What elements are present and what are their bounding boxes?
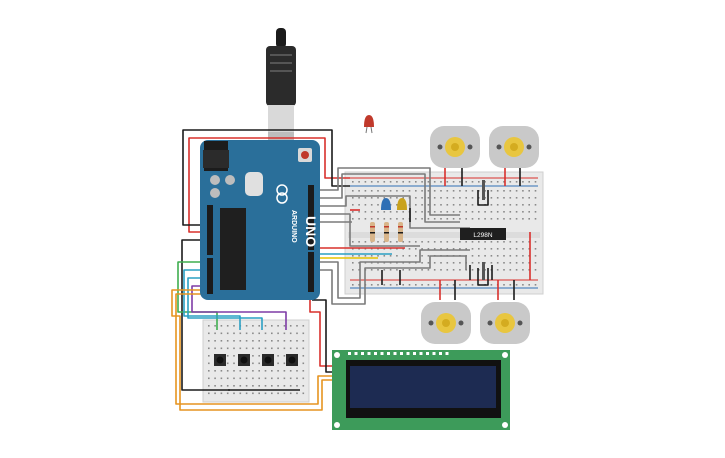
push-button-2[interactable] — [238, 354, 250, 366]
wires[interactable] — [171, 129, 531, 411]
push-button-4[interactable] — [286, 354, 298, 366]
blue-led[interactable] — [381, 198, 391, 210]
arduino-uno[interactable]: ARDUINO UNO — [200, 140, 320, 300]
motor-driver-chip[interactable]: L298N — [460, 228, 506, 240]
yellow-led[interactable] — [397, 198, 407, 210]
dc-motor-3[interactable] — [421, 302, 471, 344]
chip-label: L298N — [473, 232, 492, 239]
usb-cable[interactable] — [266, 28, 296, 142]
lcd-display[interactable] — [332, 350, 510, 430]
red-led[interactable] — [364, 115, 374, 134]
svg-text:ARDUINO: ARDUINO — [290, 210, 297, 243]
push-button-1[interactable] — [214, 354, 226, 366]
resistors[interactable] — [370, 222, 403, 242]
dc-motor-2[interactable] — [489, 126, 539, 168]
dc-motor-4[interactable] — [480, 302, 530, 344]
arduino-logo: ARDUINO UNO — [290, 210, 319, 247]
push-button-3[interactable] — [262, 354, 274, 366]
main-breadboard[interactable] — [344, 171, 544, 295]
capacitors — [482, 180, 485, 280]
svg-text:UNO: UNO — [303, 216, 319, 247]
dc-motor-1[interactable] — [430, 126, 480, 168]
